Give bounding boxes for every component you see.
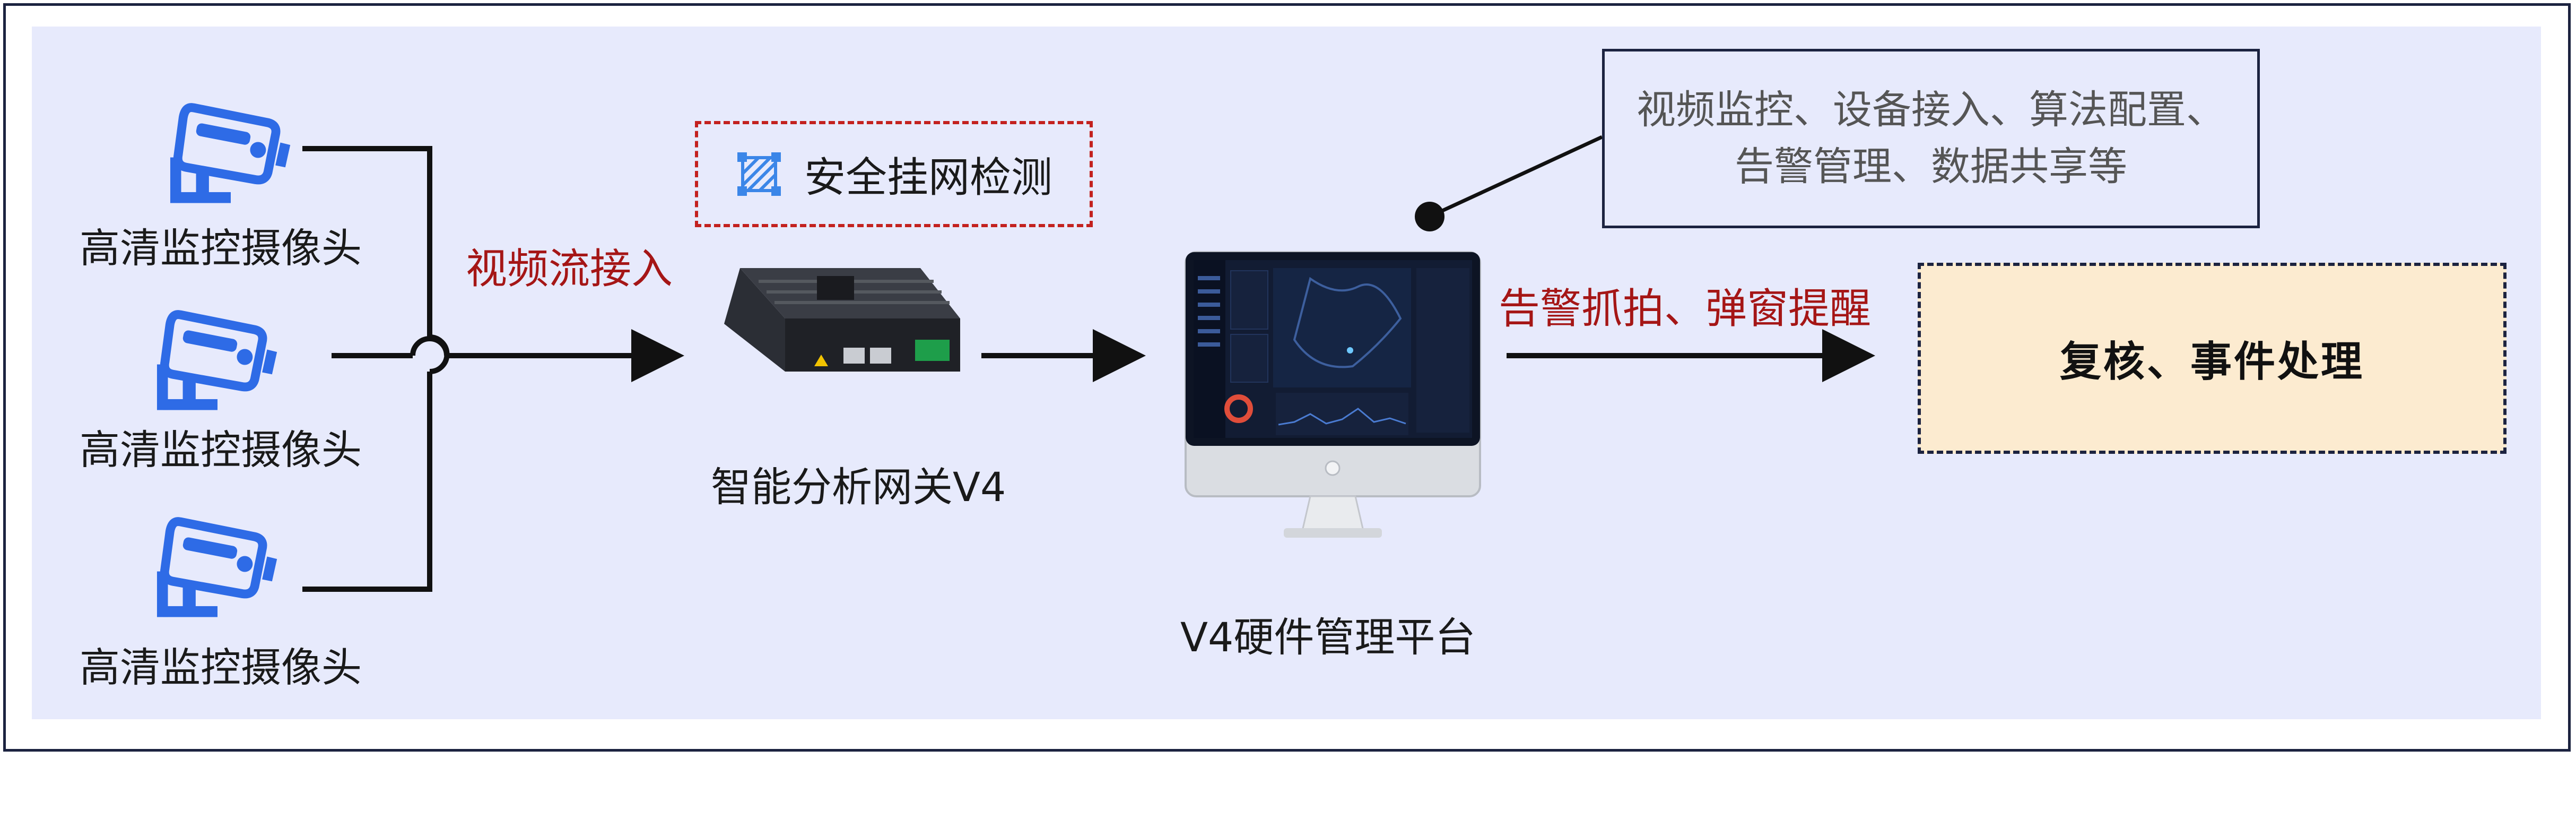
video-in-label: 视频流接入 xyxy=(466,245,673,293)
detection-box: 安全挂网检测 xyxy=(695,121,1093,227)
review-box: 复核、事件处理 xyxy=(1918,263,2507,454)
platform-monitor xyxy=(1185,251,1481,538)
features-text: 视频监控、设备接入、算法配置、告警管理、数据共享等 xyxy=(1637,87,2225,189)
camera-label-1: 高清监控摄像头 xyxy=(80,225,362,272)
features-callout: 视频监控、设备接入、算法配置、告警管理、数据共享等 xyxy=(1602,49,2260,228)
camera-icon-3 xyxy=(157,522,277,617)
platform-label: V4硬件管理平台 xyxy=(1180,614,1476,661)
camera-label-2: 高清监控摄像头 xyxy=(80,426,362,473)
net-detection-icon xyxy=(737,152,781,196)
camera-bus xyxy=(302,146,450,592)
camera-label-3: 高清监控摄像头 xyxy=(80,644,362,691)
camera-icon-2 xyxy=(157,315,277,410)
gateway-label: 智能分析网关V4 xyxy=(711,463,1006,511)
alert-label: 告警抓拍、弹窗提醒 xyxy=(1499,285,1872,333)
gateway-device xyxy=(724,268,960,372)
detection-label: 安全挂网检测 xyxy=(804,154,1052,202)
review-label: 复核、事件处理 xyxy=(2059,338,2364,386)
callout-line xyxy=(1429,135,1603,219)
callout-dot xyxy=(1415,202,1444,231)
camera-icon-1 xyxy=(170,108,290,203)
